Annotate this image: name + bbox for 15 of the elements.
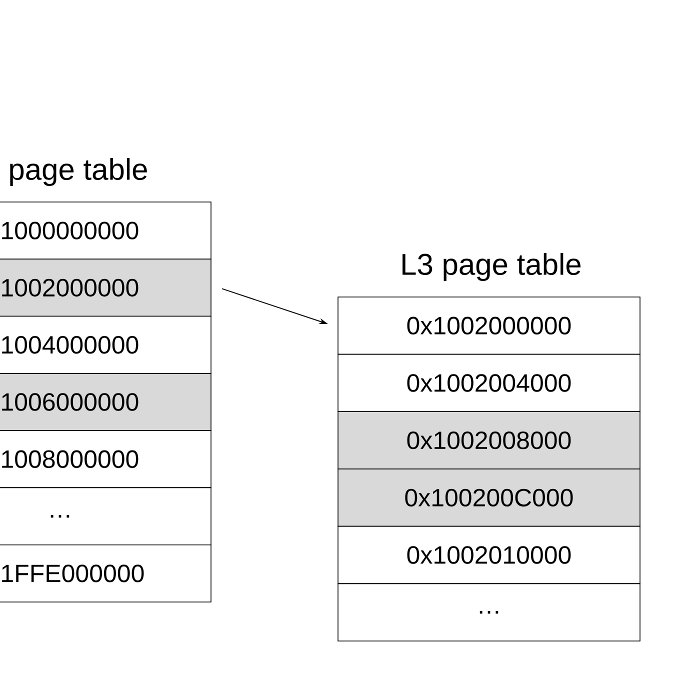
table-cell: 1004000000 — [0, 316, 212, 374]
table-cell: 0x1002000000 — [338, 296, 640, 355]
table-cell: 1006000000 — [0, 373, 212, 431]
table-cell: 0x1002004000 — [338, 354, 640, 412]
table-cell: 1002000000 — [0, 258, 212, 317]
table-cell: 0x1002010000 — [338, 526, 640, 584]
table-cell: 1FFE000000 — [0, 544, 212, 602]
table-title: L3 page table — [402, 253, 581, 281]
table-title: page table — [10, 158, 147, 186]
table-cell: 0x1002008000 — [338, 411, 640, 470]
table-cell: 1000000000 — [0, 202, 212, 260]
table-cell: 1008000000 — [0, 430, 212, 488]
table-cell: … — [338, 583, 640, 642]
table-cell: 0x100200C000 — [338, 468, 640, 527]
table-cell: … — [0, 487, 212, 546]
